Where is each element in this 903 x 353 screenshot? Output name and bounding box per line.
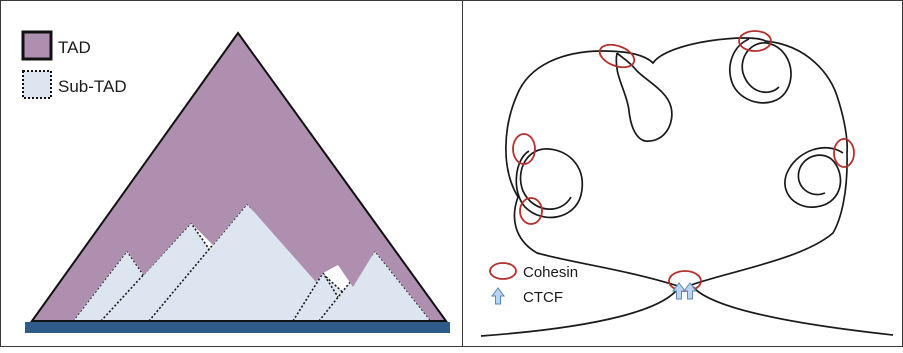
right-loop — [784, 146, 844, 208]
subtad-triangles — [71, 202, 433, 322]
cohesin-ring-2 — [738, 30, 772, 52]
cohesin-legend-swatch — [489, 262, 517, 280]
right-legend: Cohesin CTCF — [489, 262, 578, 306]
ctcf-legend-label: CTCF — [523, 289, 563, 306]
left-strand — [480, 286, 680, 337]
tad-outline — [30, 31, 448, 322]
left-legend: TAD Sub-TAD — [21, 30, 127, 99]
cohesin-ring-5 — [833, 138, 855, 168]
tad-legend-swatch — [21, 30, 53, 61]
cohesin-rings — [512, 30, 855, 292]
cohesin-legend-label: Cohesin — [523, 264, 578, 281]
ctcf-markers — [672, 282, 697, 300]
upper-left-lobe — [615, 52, 673, 142]
loop-diagram: Cohesin CTCF — [480, 30, 894, 337]
tad-region — [32, 33, 446, 321]
subtad-legend-label: Sub-TAD — [58, 77, 127, 96]
subtad-triangle-5 — [317, 249, 433, 322]
cohesin-ring-6 — [668, 270, 702, 292]
upper-right-loop — [729, 38, 792, 104]
left-loop — [515, 148, 584, 219]
tad-legend-label: TAD — [58, 38, 91, 57]
loop-panel: Cohesin CTCF — [462, 0, 903, 347]
cohesin-ring-3 — [512, 133, 536, 165]
ctcf-arrow-2 — [683, 282, 697, 300]
cohesin-ring-1 — [598, 43, 636, 69]
cohesin-ring-4 — [519, 197, 543, 225]
chromatin-bar — [25, 322, 450, 333]
tad-diagram: TAD Sub-TAD — [21, 30, 450, 333]
subtad-legend-swatch — [22, 70, 52, 99]
main-loop — [505, 37, 849, 287]
ctcf-legend-swatch — [491, 287, 505, 305]
right-strand — [692, 286, 894, 336]
tad-panel: TAD Sub-TAD — [0, 0, 463, 347]
